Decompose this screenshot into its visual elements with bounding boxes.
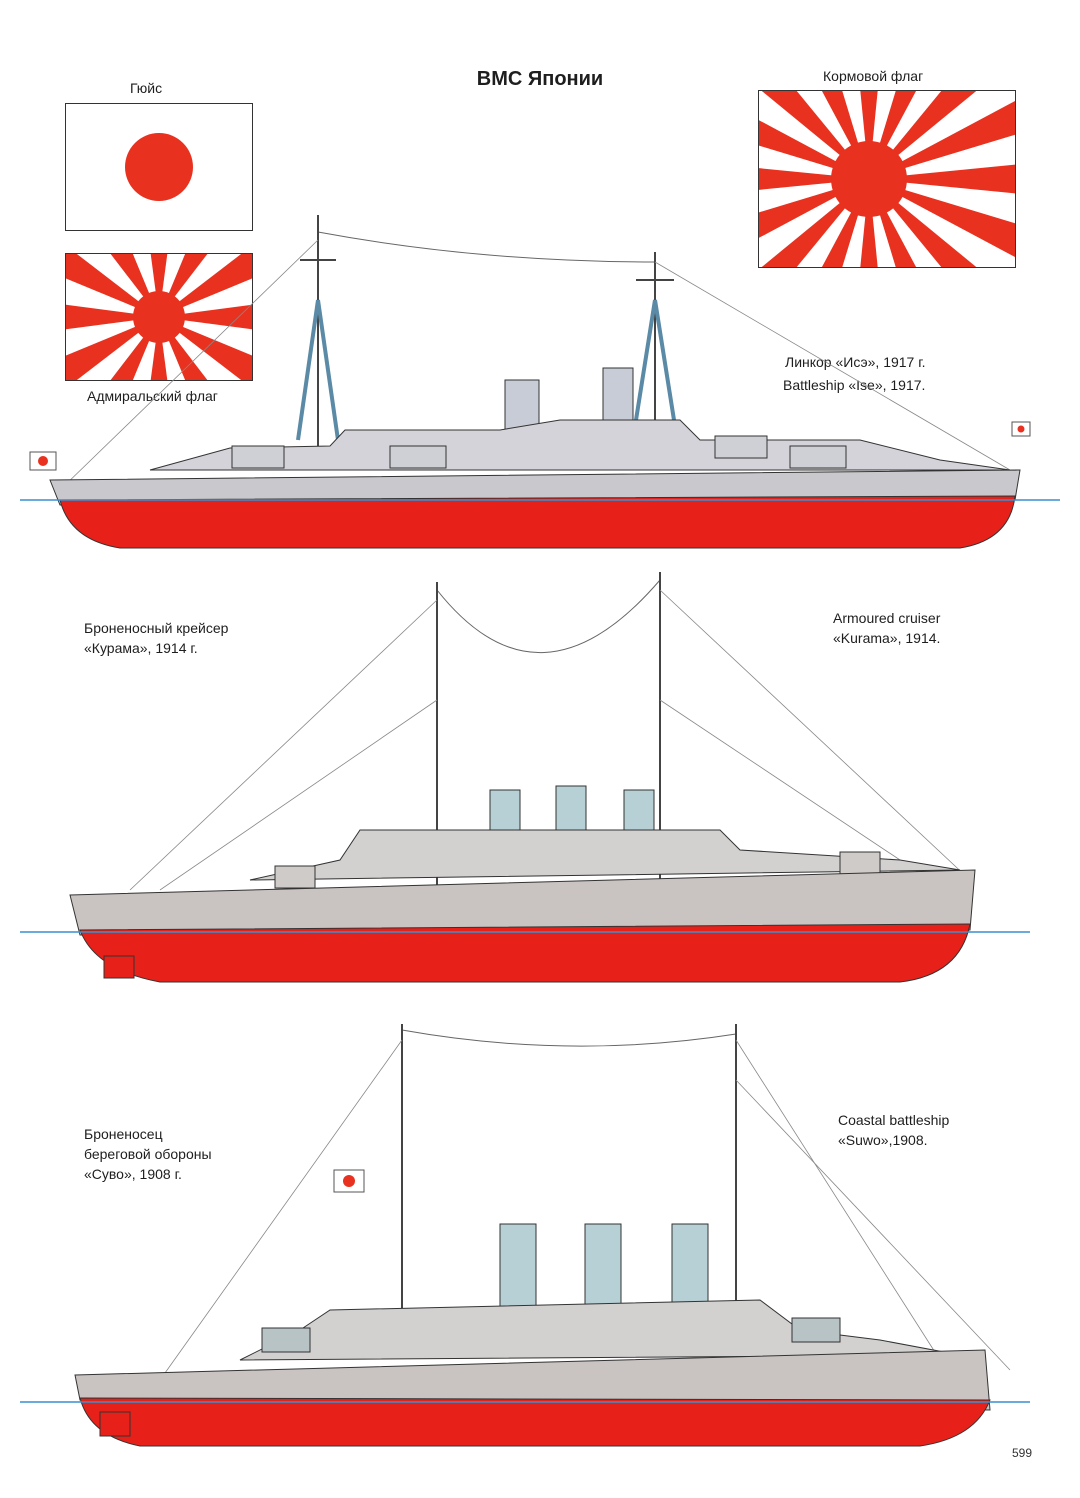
ensign-flag-label: Кормовой флаг <box>823 68 924 84</box>
page-number: 599 <box>1012 1446 1033 1460</box>
jack-flag <box>65 103 253 231</box>
battleship-ise-illustration <box>0 200 1080 560</box>
ship3-ru-label-line2: береговой обороны <box>84 1146 212 1162</box>
ship3-en-label-line2: «Suwo»,1908. <box>838 1132 928 1148</box>
coastal-battleship-suwo-illustration <box>0 1010 1080 1450</box>
armoured-cruiser-kurama-illustration <box>0 570 1080 1000</box>
naval-ensign-flag <box>758 90 1016 268</box>
jack-flag-label: Гюйс <box>130 80 163 96</box>
ship3-en-label-line1: Coastal battleship <box>838 1112 950 1128</box>
page-title: ВМС Японии <box>476 68 604 90</box>
ship2-ru-label-line1: Броненосный крейсер <box>84 620 229 636</box>
ship3-ru-label-line3: «Суво», 1908 г. <box>84 1166 182 1182</box>
ship1-en-label: Battleship «Ise», 1917. <box>783 377 926 393</box>
ship2-ru-label-line2: «Курама», 1914 г. <box>84 640 198 656</box>
ship1-ru-label: Линкор «Исэ», 1917 г. <box>785 354 926 370</box>
ship3-ru-label-line1: Броненосец <box>84 1126 163 1142</box>
ship2-en-label-line2: «Kurama», 1914. <box>833 630 941 646</box>
ship2-en-label-line1: Armoured cruiser <box>833 610 941 626</box>
admiral-flag-label: Адмиральский флаг <box>87 388 218 404</box>
